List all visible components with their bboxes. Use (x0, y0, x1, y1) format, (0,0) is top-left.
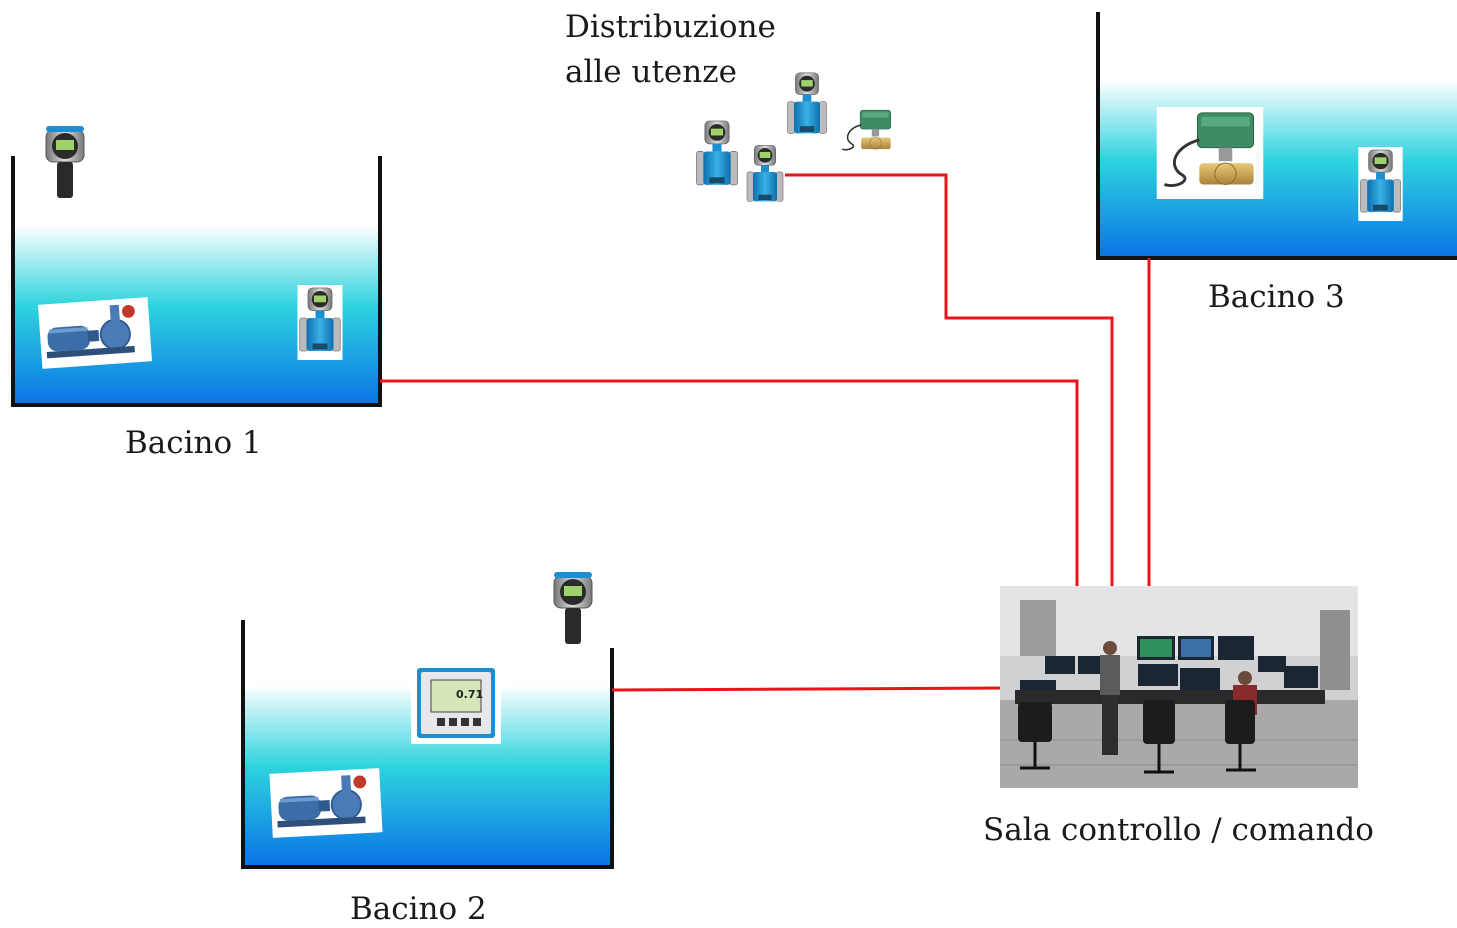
level-sensor-icon (553, 571, 593, 645)
valve-icon (1156, 107, 1264, 199)
basin-3-label: Bacino 3 (1208, 279, 1345, 315)
flowmeter-icon (785, 70, 829, 142)
pump-icon (37, 296, 153, 370)
analyzer-reading: 0.71 (456, 688, 484, 701)
signal-line-basin-1 (380, 379, 1079, 588)
valve-icon (838, 106, 896, 158)
flowmeter-icon (745, 142, 785, 210)
flowmeter-icon (694, 118, 740, 194)
analyzer-icon (411, 664, 501, 744)
basin-3 (1096, 12, 1457, 260)
distribution-label-line2: alle utenze (565, 54, 737, 90)
distribution-label-line1: Distribuzione (565, 9, 776, 45)
signal-line-distribution (782, 173, 1114, 588)
signal-line-basin-2 (611, 686, 1003, 692)
flowmeter-icon (1357, 147, 1404, 221)
signal-lines (380, 173, 1151, 692)
control-room-photo (1000, 586, 1358, 788)
control-room-label: Sala controllo / comando (983, 812, 1374, 848)
level-sensor-icon (45, 125, 85, 199)
flowmeter-icon (296, 285, 344, 360)
basin-2-label: Bacino 2 (350, 891, 487, 927)
pump-icon (269, 767, 383, 839)
basin-1-label: Bacino 1 (125, 425, 262, 461)
